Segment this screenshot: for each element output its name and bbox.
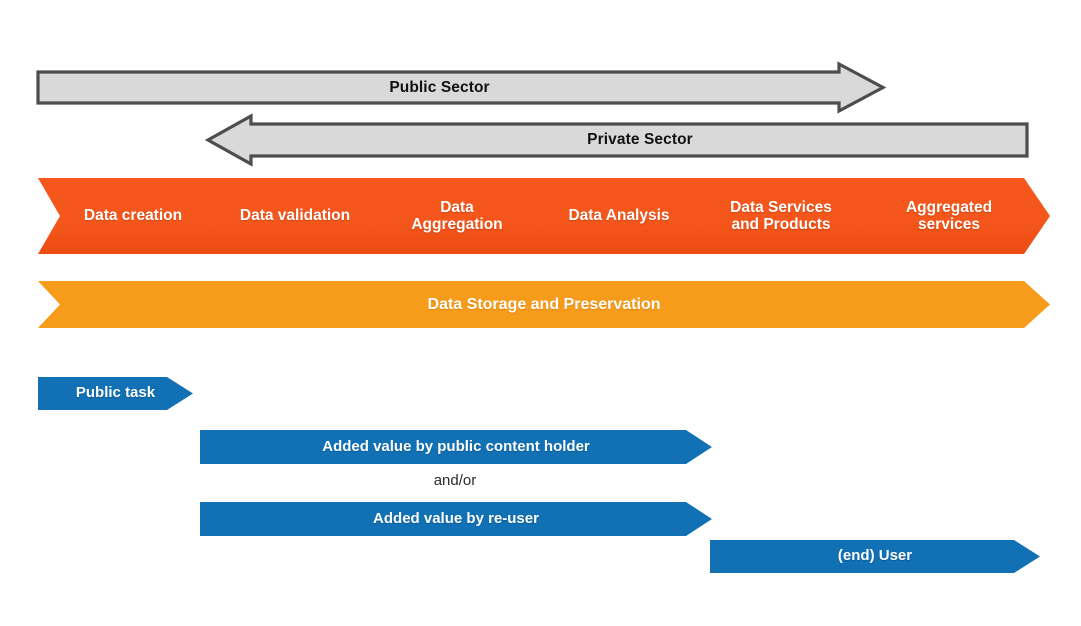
- added-value-public-content-holder-label: Added value by public content holder: [322, 437, 590, 455]
- process-step-label: Data validation: [239, 207, 351, 225]
- data-storage-and-preservation-band[interactable]: Data Storage and Preservation: [38, 281, 1050, 328]
- and-or-connector-text: and/or: [433, 472, 477, 489]
- end-user-label: (end) User: [837, 547, 913, 565]
- public-sector-arrow-shape: [36, 61, 887, 114]
- public-task-arrow[interactable]: Public task: [38, 377, 193, 410]
- process-step-label: Data creation: [83, 207, 183, 225]
- public-sector-label: Public Sector: [389, 78, 490, 96]
- private-sector-label: Private Sector: [587, 131, 693, 148]
- added-value-re-user-label: Added value by re-user: [373, 509, 539, 527]
- process-step-data-validation[interactable]: Data validation: [200, 178, 390, 254]
- public-sector-arrow: [36, 61, 887, 114]
- process-step-data-analysis[interactable]: Data Analysis: [524, 178, 714, 254]
- storage-band-label: Data Storage and Preservation: [427, 295, 661, 313]
- public-task-label: Public task: [75, 384, 156, 402]
- private-sector-arrow: [204, 113, 1030, 167]
- process-step-label: Data Analysis: [568, 207, 670, 225]
- end-user-arrow[interactable]: (end) User: [710, 540, 1040, 573]
- added-value-public-content-holder-arrow[interactable]: Added value by public content holder: [200, 430, 712, 464]
- private-sector-arrow-shape: [204, 113, 1029, 167]
- added-value-re-user-arrow[interactable]: Added value by re-user: [200, 502, 712, 536]
- process-step-data-creation[interactable]: Data creation: [38, 178, 228, 254]
